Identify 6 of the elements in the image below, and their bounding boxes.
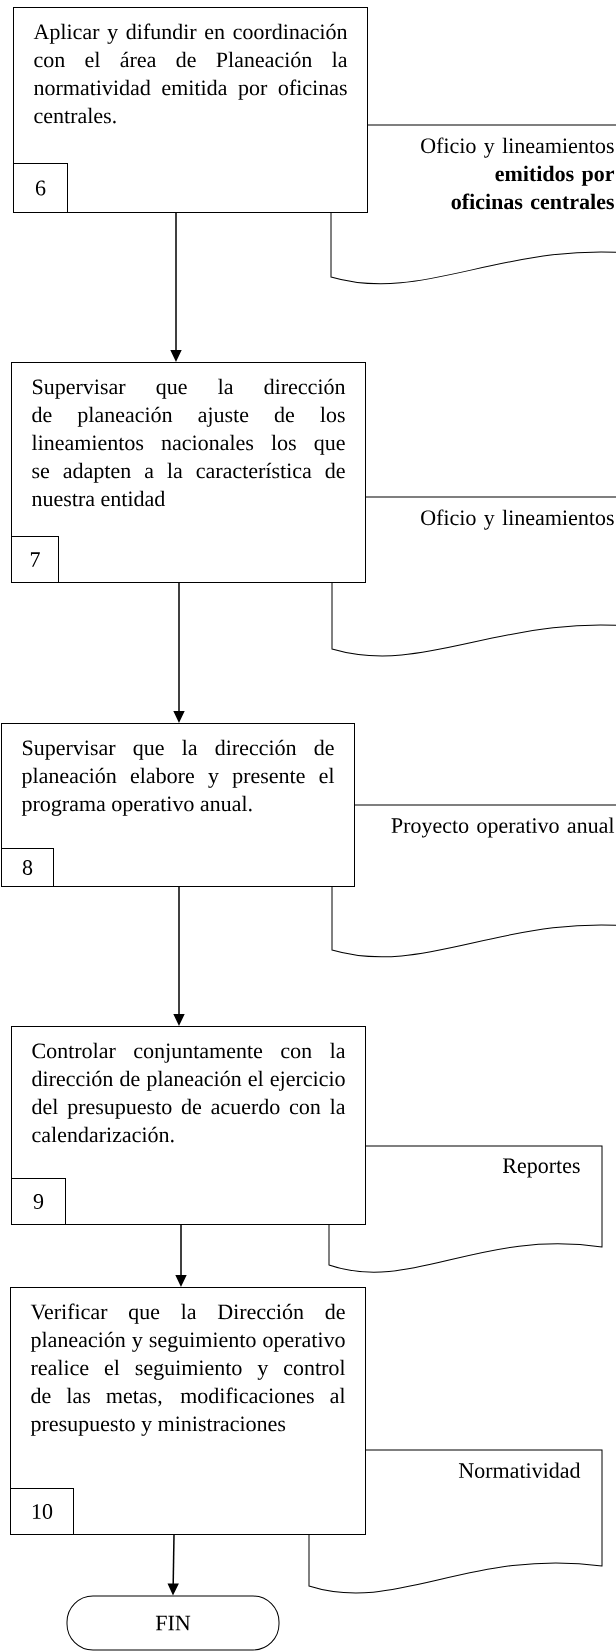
terminator: FIN — [66, 1595, 280, 1651]
step-number: 7 — [11, 536, 59, 583]
step-number: 8 — [1, 848, 54, 887]
step-number: 9 — [11, 1178, 66, 1225]
step-number: 6 — [13, 163, 68, 213]
step-number: 10 — [10, 1488, 74, 1535]
